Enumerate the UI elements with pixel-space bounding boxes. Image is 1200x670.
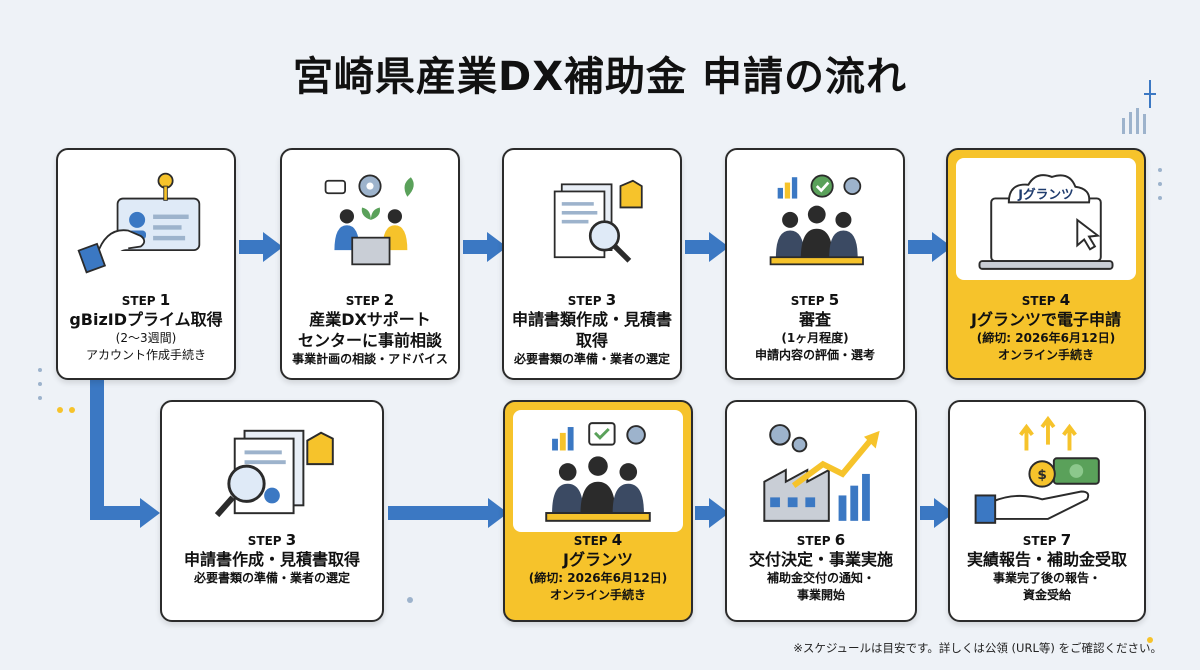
laptop-jgrants-icon: Jグランツ [956, 158, 1136, 280]
step-deadline: (締切: 2026年6月12日) [976, 331, 1116, 345]
step-duration: (1ヶ月程度) [781, 331, 849, 345]
svg-text:Jグランツ: Jグランツ [1017, 186, 1074, 201]
step-title: 審査 [798, 310, 831, 329]
review-panel-icon [513, 410, 683, 532]
money-hand-icon: $ [958, 410, 1136, 532]
step-title: gBizIDプライム取得 [69, 310, 223, 329]
step-description: 申請内容の評価・選考 [754, 348, 875, 362]
step-description: 事業計画の相談・アドバイス [292, 352, 448, 366]
step-card-step3-row2: STEP 3 申請書作成・見積書取得 必要書類の準備・業者の選定 [160, 400, 384, 622]
documents-magnifier-icon [512, 158, 672, 280]
step-card-step6: STEP 6 交付決定・事業実施 補助金交付の通知・ 事業開始 [725, 400, 917, 622]
footnote: ※スケジュールは目安です。詳しくは公領 (URL等) をご確認ください。 [793, 641, 1162, 655]
step-label: STEP 3 [247, 531, 297, 549]
factory-growth-icon [735, 410, 907, 532]
step-description: 補助金交付の通知・ [766, 571, 875, 585]
step-label: STEP 1 [121, 291, 171, 309]
id-card-key-icon [66, 158, 226, 280]
step-card-step3: STEP 3 申請書類作成・見積書取得 必要書類の準備・業者の選定 [502, 148, 682, 380]
step-label: STEP 7 [1022, 531, 1072, 549]
arrow-step3-to-step5 [685, 232, 729, 262]
page-title: 宮崎県産業DX補助金 申請の流れ [293, 54, 907, 100]
step-label: STEP 4 [1021, 291, 1071, 309]
arrow-row1-to-row2 [90, 380, 160, 528]
step-card-step4-jgrants-apply: Jグランツ STEP 4 Jグランツで電子申請 (締切: 2026年6月12日)… [946, 148, 1146, 380]
step-title: 実績報告・補助金受取 [966, 550, 1127, 569]
step-duration: (2〜3週間) [115, 331, 177, 345]
step-card-step1: STEP 1 gBizIDプライム取得 (2〜3週間) アカウント作成手続き [56, 148, 236, 380]
step-description: 必要書類の準備・業者の選定 [193, 571, 350, 585]
step-card-step5: STEP 5 審査 (1ヶ月程度) 申請内容の評価・選考 [725, 148, 905, 380]
step-label: STEP 5 [790, 291, 840, 309]
step-title: 交付決定・事業実施 [748, 550, 893, 569]
step-title: 産業DXサポート [309, 310, 431, 329]
step-description-line2: 資金受給 [1022, 588, 1071, 602]
step-card-step4-jgrants: STEP 4 Jグランツ (締切: 2026年6月12日) オンライン手続き [503, 400, 693, 622]
step-card-step7: $ STEP 7 実績報告・補助金受取 事業完了後の報告・ 資金受給 [948, 400, 1146, 622]
step-title: Jグランツで電子申請 [971, 310, 1121, 329]
step-title: 申請書作成・見積書取得 [183, 550, 360, 569]
arrow-row2-step3-to-step4 [388, 498, 508, 528]
step-label: STEP 4 [573, 531, 623, 549]
step-label: STEP 2 [345, 291, 395, 309]
step-description-line2: 事業開始 [796, 588, 845, 602]
step-description: 事業完了後の報告・ [992, 571, 1101, 585]
step-description: アカウント作成手続き [85, 348, 206, 362]
consultation-meeting-icon [290, 158, 450, 280]
step-title: Jグランツ [563, 550, 633, 569]
svg-text:$: $ [1037, 467, 1047, 483]
step-deadline: (締切: 2026年6月12日) [528, 571, 668, 585]
documents-magnifier-icon [170, 410, 374, 532]
step-description: オンライン手続き [549, 588, 646, 602]
step-card-step2: STEP 2 産業DXサポート センターに事前相談 事業計画の相談・アドバイス [280, 148, 460, 380]
step-description: 必要書類の準備・業者の選定 [513, 352, 670, 366]
arrow-step2-to-step3 [463, 232, 507, 262]
step-label: STEP 6 [796, 531, 846, 549]
step-title-line2: センターに事前相談 [297, 331, 442, 350]
arrow-row2-step4-to-step6 [695, 498, 729, 528]
step-label: STEP 3 [567, 291, 617, 309]
step-title: 申請書類作成・見積書取得 [511, 310, 672, 350]
step-description: オンライン手続き [997, 348, 1094, 362]
review-panel-icon [735, 158, 895, 280]
arrow-step1-to-step2 [239, 232, 283, 262]
